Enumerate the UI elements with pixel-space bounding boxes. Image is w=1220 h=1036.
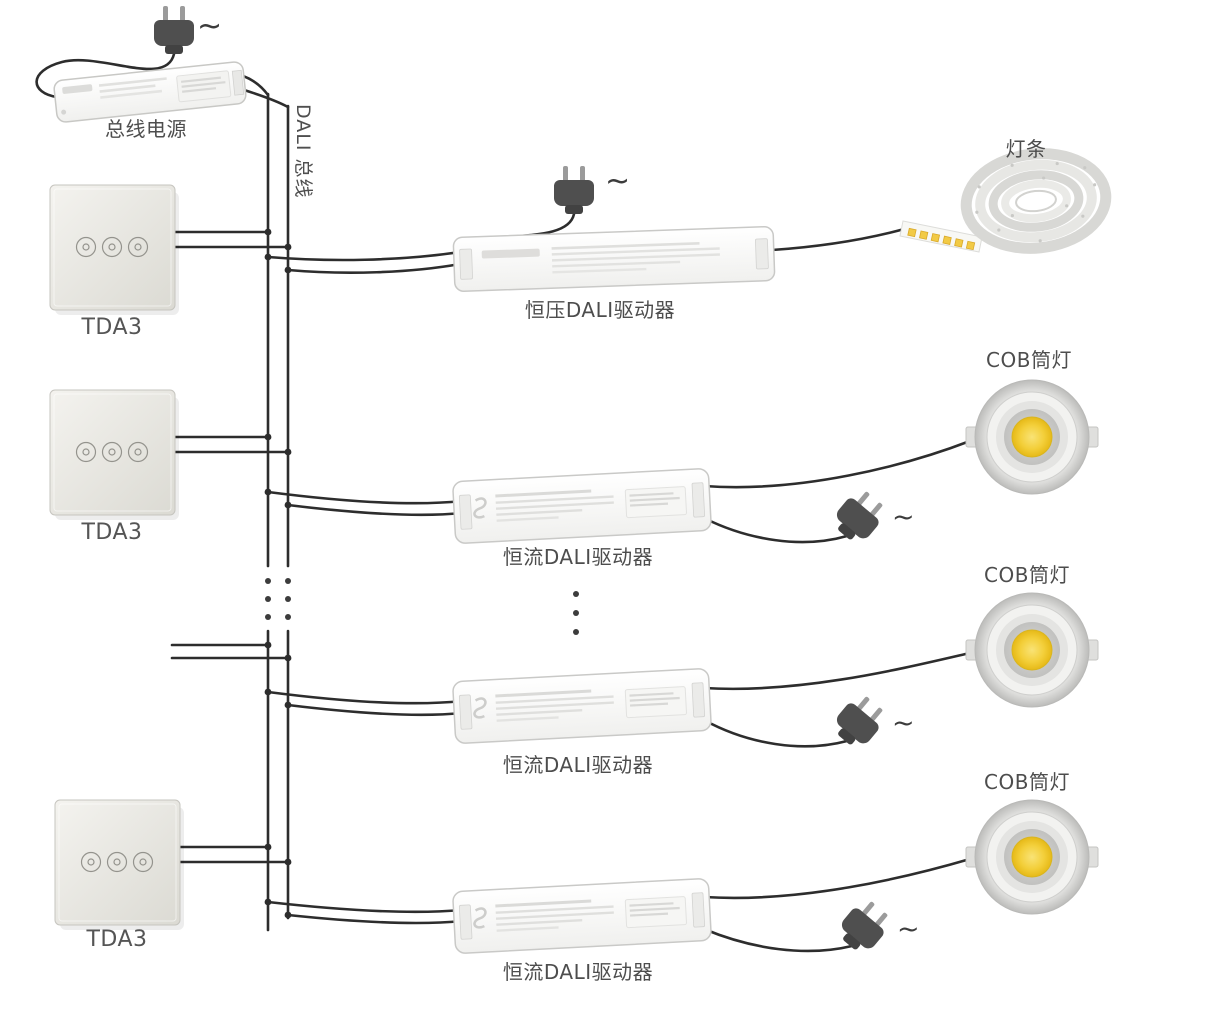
wire-cc3-mains bbox=[702, 927, 854, 953]
mains-plug-icon-cv bbox=[554, 166, 594, 214]
wire-cc1-dali-a bbox=[266, 490, 464, 505]
ac-symbol-cv: ~ bbox=[605, 164, 631, 199]
wire-cc1-dali-b bbox=[286, 503, 464, 517]
wire-cc2-output bbox=[702, 651, 972, 691]
ac-symbol-cc3: ~ bbox=[897, 914, 920, 945]
dali-bus-label: DALI 总线 bbox=[292, 104, 314, 199]
bus-power-label: 总线电源 bbox=[105, 117, 187, 141]
junction-dots bbox=[264, 228, 292, 919]
bus-power-unit bbox=[53, 61, 247, 123]
cob-downlight-2 bbox=[965, 592, 1099, 708]
switch-label-2: TDA3 bbox=[81, 520, 143, 545]
tda3-panel-3 bbox=[54, 799, 185, 931]
cob-downlight-1 bbox=[965, 379, 1099, 495]
wire-cc2-mains bbox=[702, 718, 849, 748]
bus-continuation-dots bbox=[265, 578, 291, 620]
wire-cc1-output bbox=[702, 439, 972, 489]
wire-cv-dali-a bbox=[266, 250, 462, 262]
wire-cc2-dali-a bbox=[266, 690, 464, 705]
cc-driver-label-1: 恒流DALI驱动器 bbox=[502, 545, 654, 569]
switch-label-3: TDA3 bbox=[86, 927, 148, 952]
tda3-panel-2 bbox=[49, 389, 180, 521]
wire-mains-bus-power bbox=[35, 52, 176, 99]
cc-driver-label-3: 恒流DALI驱动器 bbox=[502, 960, 654, 984]
tda3-panel-1 bbox=[49, 184, 180, 316]
led-strip-label: 灯条 bbox=[1005, 137, 1047, 161]
wire-cc3-dali-a bbox=[266, 900, 464, 914]
cc-dali-driver-3 bbox=[451, 877, 713, 955]
wire-cv-output bbox=[770, 226, 910, 252]
wire-cc1-mains bbox=[702, 516, 849, 544]
switch-label-1: TDA3 bbox=[81, 315, 143, 340]
led-strip bbox=[899, 148, 1112, 254]
wiring-layer bbox=[35, 52, 972, 953]
cv-dali-driver bbox=[452, 225, 776, 293]
cc-dali-driver-2 bbox=[451, 667, 713, 745]
cob-downlight-3 bbox=[965, 799, 1099, 915]
ac-symbol-top: ~ bbox=[197, 9, 223, 44]
wire-cc3-dali-b bbox=[286, 913, 464, 925]
wire-cv-dali-b bbox=[286, 262, 462, 274]
wire-cc2-dali-b bbox=[286, 703, 464, 717]
driver-continuation-dots bbox=[573, 591, 579, 635]
cc-driver-label-2: 恒流DALI驱动器 bbox=[502, 753, 654, 777]
cob-downlight-label-1: COB筒灯 bbox=[986, 348, 1072, 372]
cob-downlight-label-3: COB筒灯 bbox=[984, 770, 1070, 794]
ac-symbol-cc1: ~ bbox=[892, 502, 915, 533]
wire-bus-link-a bbox=[241, 74, 270, 97]
cob-downlight-label-2: COB筒灯 bbox=[984, 563, 1070, 587]
cc-dali-driver-1 bbox=[451, 467, 713, 545]
cv-driver-label: 恒压DALI驱动器 bbox=[524, 298, 676, 322]
ac-symbol-cc2: ~ bbox=[892, 708, 915, 739]
mains-plug-icon-top bbox=[154, 6, 194, 54]
wire-cc3-output bbox=[702, 857, 972, 900]
